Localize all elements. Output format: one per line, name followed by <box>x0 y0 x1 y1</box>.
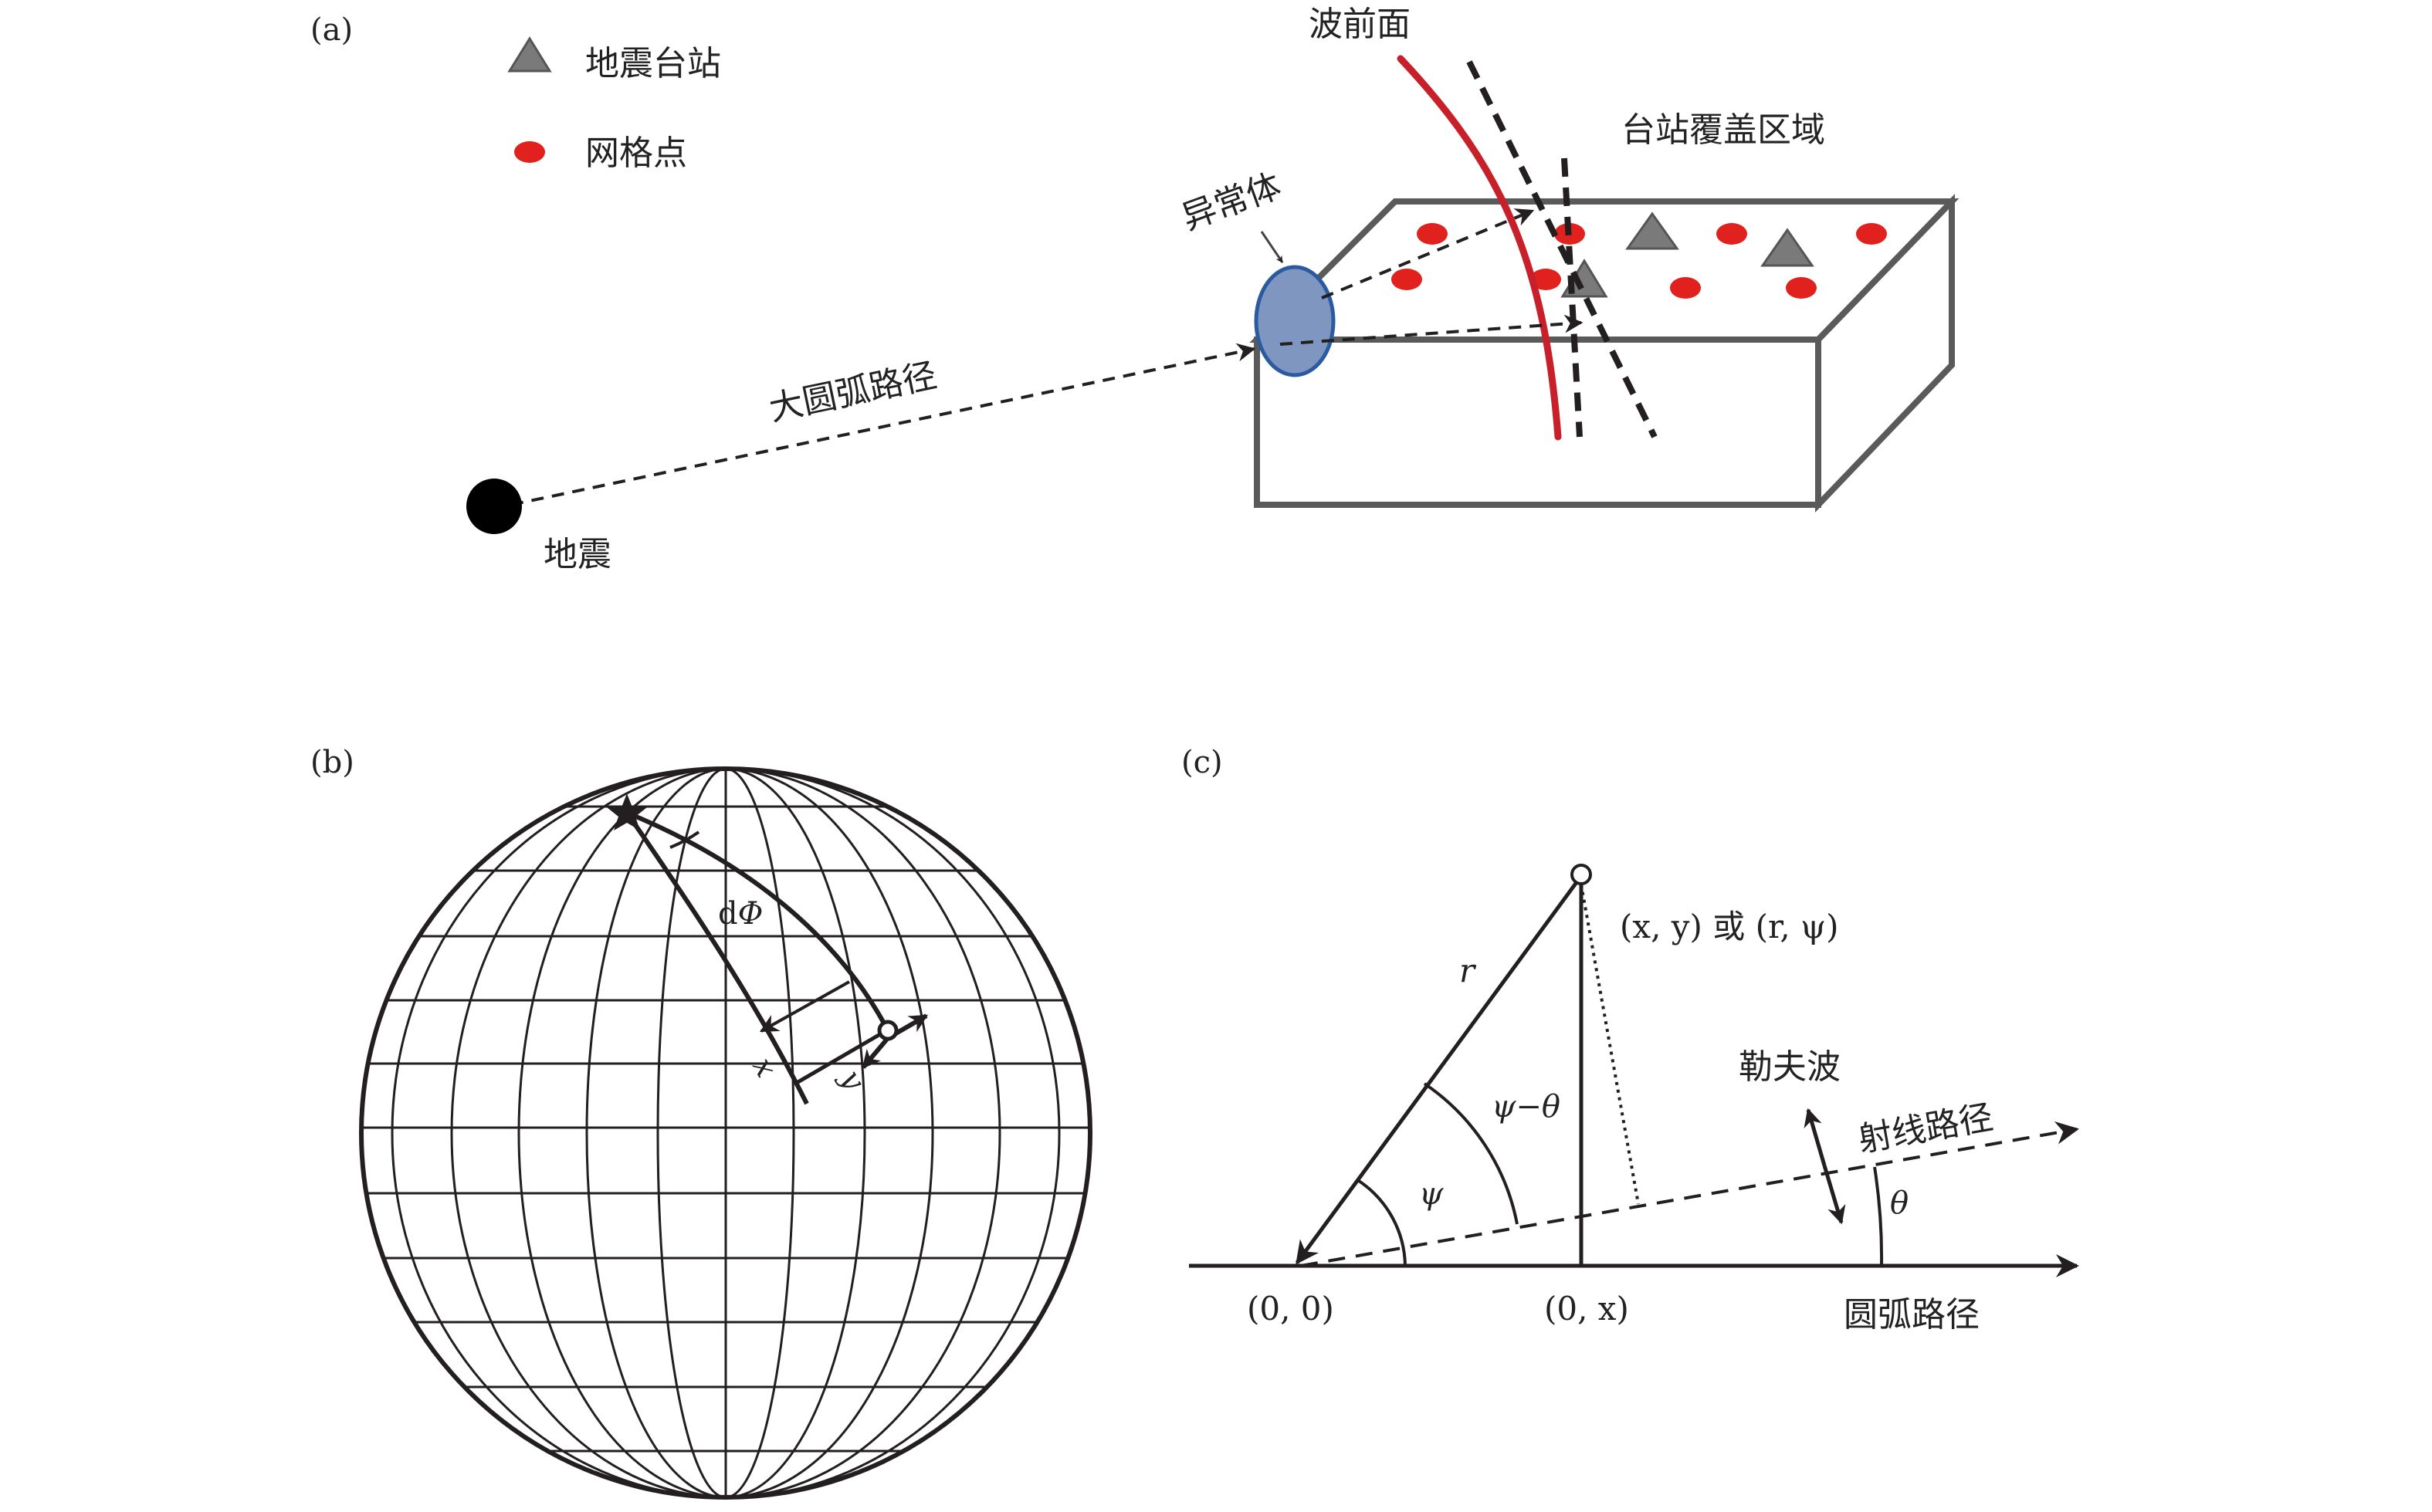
x-label: x <box>746 1052 784 1084</box>
panel-a-label: (a) <box>310 12 353 48</box>
grid-points <box>1391 223 1887 299</box>
point-label: (x, y) 或 (r, ψ) <box>1620 908 1838 945</box>
psi-angle-arc <box>1357 1179 1407 1267</box>
arc-to-station <box>625 810 890 1032</box>
station-circle <box>877 1020 899 1041</box>
ray-path-label: 射线路径 <box>1855 1098 1996 1160</box>
panel-a: (a) 地震台站 网格点 <box>310 5 1959 574</box>
grid-point <box>1716 223 1747 245</box>
anomaly-label: 异常体 <box>1177 166 1285 238</box>
x-arrow <box>759 980 850 1033</box>
grid-point <box>1670 277 1701 299</box>
globe: dΦ x y <box>359 766 1092 1500</box>
psi-label: ψ <box>1419 1176 1444 1212</box>
theta-angle-arc <box>1873 1166 1884 1267</box>
psi-minus-theta-arc <box>1423 1082 1519 1225</box>
origin-label: (0, 0) <box>1247 1290 1334 1328</box>
wavefront-dashed-line <box>1466 60 1658 438</box>
wavefront-curve <box>1397 55 1562 441</box>
anomaly-pointer-arrow <box>1260 231 1284 263</box>
grid-point <box>1391 269 1422 290</box>
red-dot-icon <box>514 141 545 163</box>
perp-segment <box>794 1032 882 1086</box>
scattered-ray <box>1279 314 1584 346</box>
wavefront-dashed-line <box>1561 157 1583 438</box>
panel-c: (c) (x, y) 或 (r, ψ) r ψ−θ ψ θ 勒夫波 射线路径 圆… <box>1181 745 2079 1334</box>
box-side-face <box>1815 194 1955 512</box>
great-circle-path <box>510 343 1256 506</box>
legend-grid-point-label: 网格点 <box>585 134 687 173</box>
arc-path <box>625 811 809 1105</box>
station-triangle-icon <box>1625 211 1679 250</box>
grid-point <box>1417 223 1448 245</box>
triangle-icon <box>507 36 552 73</box>
theta-label: θ <box>1890 1186 1909 1221</box>
psi-minus-theta-label: ψ−θ <box>1492 1089 1560 1125</box>
panel-b: (b) <box>310 745 1092 1500</box>
wavefront-label: 波前面 <box>1309 5 1411 44</box>
globe-outline <box>359 766 1092 1500</box>
star-icon <box>607 793 647 830</box>
point-circle <box>1570 864 1592 885</box>
box-front-face <box>1254 337 1821 508</box>
ox-label: (0, x) <box>1544 1290 1629 1328</box>
station-triangle-icon <box>1760 228 1814 267</box>
scattered-ray <box>1321 208 1535 299</box>
panel-c-label: (c) <box>1181 745 1223 780</box>
panel-b-label: (b) <box>310 745 354 780</box>
ray-path-dashed <box>1300 1121 2079 1267</box>
grid-point <box>1530 269 1561 290</box>
dphi-angle-arc <box>669 830 700 849</box>
love-wave-arrow <box>1822 1165 1846 1225</box>
love-wave-arrow <box>1804 1108 1827 1166</box>
earthquake-label: 地震 <box>544 535 611 574</box>
r-vector <box>1295 874 1584 1265</box>
y-label: y <box>833 1063 872 1096</box>
legend-station-label: 地震台站 <box>585 44 721 83</box>
earthquake-source <box>466 479 522 534</box>
anomaly-body <box>1254 265 1336 377</box>
grid-point <box>1856 223 1887 245</box>
y-arrow <box>861 1037 890 1069</box>
dotted-perpendicular <box>1580 884 1640 1205</box>
grid-point <box>1786 277 1817 299</box>
box-top-face <box>1249 198 1959 343</box>
coverage-box <box>1249 194 1959 512</box>
legend: 地震台站 网格点 <box>507 36 721 173</box>
coverage-label: 台站覆盖区域 <box>1621 110 1825 150</box>
dphi-label: dΦ <box>718 896 763 932</box>
love-wave-label: 勒夫波 <box>1739 1047 1841 1087</box>
r-label: r <box>1459 952 1477 989</box>
path-label: 大圆弧路径 <box>766 356 940 429</box>
arc-path-label: 圆弧路径 <box>1844 1295 1980 1334</box>
